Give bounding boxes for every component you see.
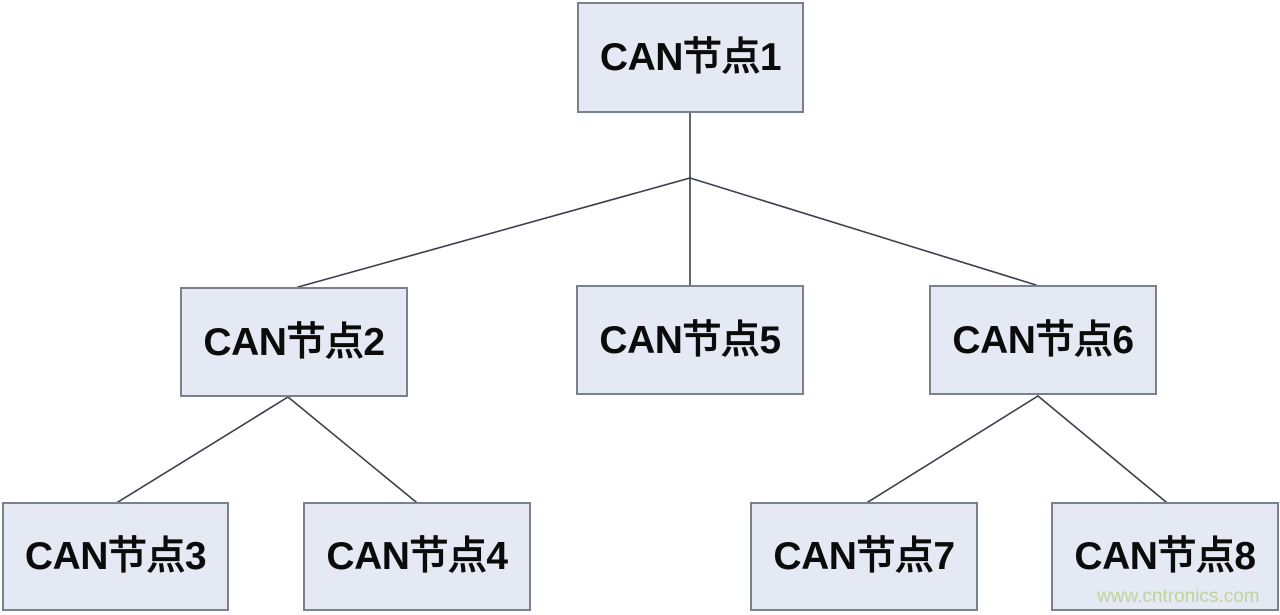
node-can8[interactable]: CAN节点8 bbox=[1051, 502, 1279, 611]
node-label-can2: CAN节点2 bbox=[203, 320, 385, 364]
node-can5[interactable]: CAN节点5 bbox=[576, 285, 804, 395]
node-label-can7: CAN节点7 bbox=[773, 535, 955, 578]
node-can4[interactable]: CAN节点4 bbox=[303, 502, 531, 611]
edge-junction-to-node2 bbox=[297, 177, 691, 288]
node-label-can1: CAN节点1 bbox=[599, 36, 782, 79]
node-label-can8: CAN节点8 bbox=[1074, 535, 1256, 578]
edge-node6-to-node7 bbox=[866, 394, 1040, 504]
edge-node2-to-node4 bbox=[286, 395, 418, 504]
edge-node6-to-node8 bbox=[1036, 394, 1168, 504]
node-label-can3: CAN节点3 bbox=[24, 535, 207, 578]
node-can1[interactable]: CAN节点1 bbox=[577, 2, 804, 113]
node-can2[interactable]: CAN节点2 bbox=[180, 287, 408, 397]
node-label-can5: CAN节点5 bbox=[599, 318, 781, 362]
node-can3[interactable]: CAN节点3 bbox=[2, 502, 229, 611]
edge-junction-to-node6 bbox=[688, 176, 1038, 287]
edge-node2-to-node3 bbox=[116, 395, 290, 504]
node-label-can6: CAN节点6 bbox=[952, 318, 1134, 362]
node-label-can4: CAN节点4 bbox=[326, 535, 508, 578]
node-can7[interactable]: CAN节点7 bbox=[750, 502, 978, 611]
node-can6[interactable]: CAN节点6 bbox=[929, 285, 1157, 395]
